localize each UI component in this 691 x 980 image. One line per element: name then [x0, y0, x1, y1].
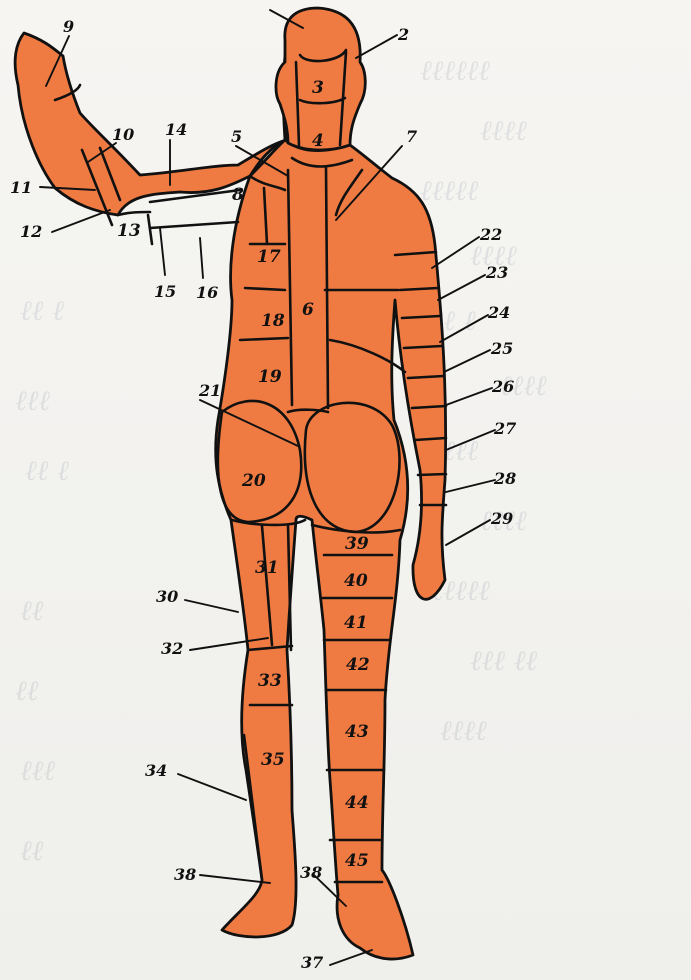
label-19: 19: [258, 367, 282, 387]
body-fill: [15, 8, 446, 959]
label-17: 17: [257, 247, 281, 267]
label-45: 45: [345, 851, 369, 871]
label-3: 3: [312, 78, 324, 98]
label-8: 8: [231, 185, 244, 205]
label-15: 15: [154, 282, 176, 301]
label-44: 44: [345, 793, 369, 813]
label-37: 37: [301, 953, 323, 972]
label-14: 14: [165, 120, 187, 139]
svg-text:ℓℓℓ: ℓℓℓ: [15, 384, 50, 417]
label-34: 34: [145, 761, 167, 780]
label-42: 42: [346, 655, 370, 675]
label-12: 12: [20, 222, 42, 241]
svg-text:ℓℓℓℓℓℓ: ℓℓℓℓℓℓ: [420, 54, 490, 87]
label-28: 28: [493, 469, 516, 488]
label-2: 2: [397, 25, 409, 44]
label-23: 23: [485, 263, 508, 282]
label-30: 30: [156, 587, 178, 606]
label-32: 32: [161, 639, 183, 658]
label-16: 16: [196, 283, 218, 302]
label-39: 39: [345, 534, 369, 554]
svg-text:ℓℓℓ: ℓℓℓ: [20, 754, 55, 787]
svg-text:ℓℓ: ℓℓ: [20, 594, 44, 627]
label-29: 29: [490, 509, 513, 528]
label-38-right: 38: [300, 863, 322, 882]
label-9: 9: [63, 17, 74, 36]
label-20: 20: [241, 471, 266, 491]
label-4: 4: [312, 131, 324, 151]
svg-text:ℓℓℓℓℓ: ℓℓℓℓℓ: [420, 174, 479, 207]
label-25: 25: [490, 339, 513, 358]
label-11: 11: [10, 178, 32, 197]
label-24: 24: [487, 303, 510, 322]
label-21: 21: [198, 381, 221, 400]
svg-text:ℓℓ: ℓℓ: [15, 674, 39, 707]
label-5: 5: [231, 127, 242, 146]
svg-text:ℓℓℓ ℓℓ: ℓℓℓ ℓℓ: [470, 644, 538, 677]
label-27: 27: [493, 419, 516, 438]
label-18: 18: [261, 311, 285, 331]
label-41: 41: [344, 613, 368, 633]
label-13: 13: [117, 221, 141, 241]
svg-text:ℓℓ: ℓℓ: [20, 834, 44, 867]
svg-text:ℓℓℓℓ: ℓℓℓℓ: [440, 714, 487, 747]
svg-text:ℓℓ ℓ: ℓℓ ℓ: [25, 454, 69, 487]
label-10: 10: [112, 125, 134, 144]
svg-text:ℓℓ ℓ: ℓℓ ℓ: [20, 294, 64, 327]
svg-text:ℓℓℓℓ: ℓℓℓℓ: [480, 114, 527, 147]
label-40: 40: [344, 571, 368, 591]
label-7: 7: [406, 127, 417, 146]
label-38-left: 38: [174, 865, 196, 884]
label-31: 31: [255, 558, 279, 578]
label-33: 33: [258, 671, 282, 691]
label-35: 35: [261, 750, 285, 770]
label-43: 43: [345, 722, 369, 742]
label-22: 22: [479, 225, 502, 244]
label-26: 26: [491, 377, 514, 396]
label-6: 6: [302, 300, 314, 320]
